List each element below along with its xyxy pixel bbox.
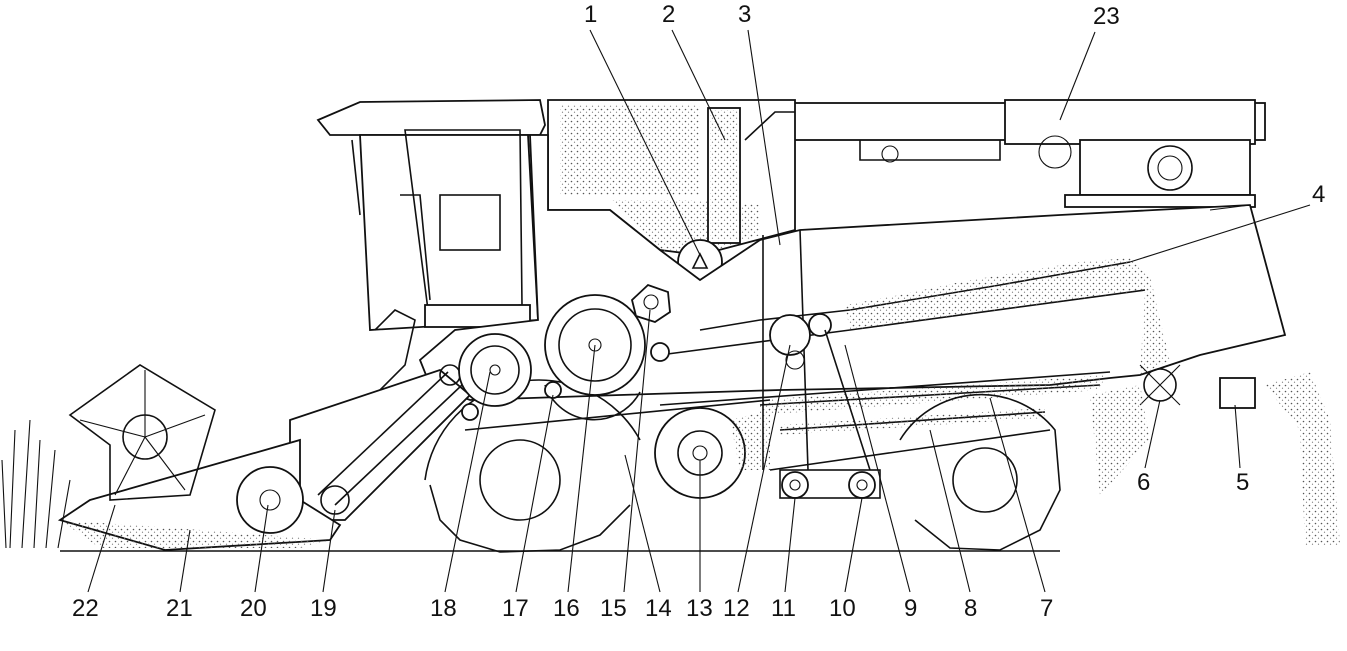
label-2: 2 xyxy=(662,1,675,28)
cleaning-shoe xyxy=(659,371,1111,471)
beater-drum xyxy=(458,333,532,407)
separator-beater xyxy=(630,283,671,362)
cleaning-fan xyxy=(654,407,770,499)
discharged-straw xyxy=(1265,372,1340,545)
operator-cab xyxy=(316,99,546,391)
label-5: 5 xyxy=(1236,469,1249,496)
label-16: 16 xyxy=(553,595,580,622)
label-21: 21 xyxy=(166,595,193,622)
label-22: 22 xyxy=(72,595,99,622)
front-wheel xyxy=(424,379,641,553)
label-3: 3 xyxy=(738,1,751,28)
feeder-house xyxy=(289,364,472,521)
concave-adjust-roller xyxy=(544,381,562,399)
label-6: 6 xyxy=(1137,469,1150,496)
label-20: 20 xyxy=(240,595,267,622)
label-15: 15 xyxy=(600,595,627,622)
leader-lines xyxy=(87,29,1311,593)
unloading-auger xyxy=(789,99,1266,208)
label-7: 7 xyxy=(1040,595,1053,622)
part-labels: 1 2 3 23 4 5 6 7 8 9 10 11 12 13 14 15 1… xyxy=(72,1,1325,622)
label-8: 8 xyxy=(964,595,977,622)
standing-crop xyxy=(1,419,71,549)
label-1: 1 xyxy=(584,1,597,28)
label-10: 10 xyxy=(829,595,856,622)
label-12: 12 xyxy=(723,595,750,622)
header xyxy=(57,364,342,551)
label-11: 11 xyxy=(771,595,796,622)
straw-chopper xyxy=(1139,364,1256,409)
straw-walker xyxy=(659,258,1170,375)
rear-wheel xyxy=(899,393,1061,551)
label-13: 13 xyxy=(686,595,713,622)
grain-pan xyxy=(464,399,771,431)
label-19: 19 xyxy=(310,595,337,622)
label-9: 9 xyxy=(904,595,917,622)
label-18: 18 xyxy=(430,595,457,622)
chaff-spray xyxy=(1090,385,1150,495)
label-14: 14 xyxy=(645,595,672,622)
label-4: 4 xyxy=(1312,181,1325,208)
stone-trap-roller xyxy=(461,403,479,421)
label-17: 17 xyxy=(502,595,529,622)
grain-elevator xyxy=(762,229,881,499)
label-23: 23 xyxy=(1093,3,1120,30)
